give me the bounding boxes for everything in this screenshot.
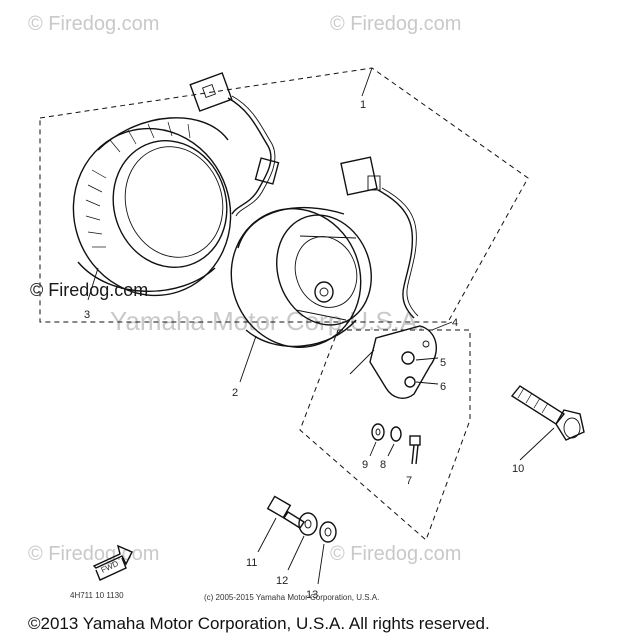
leader-12 xyxy=(287,535,305,571)
part-label-10: 10 xyxy=(512,463,524,475)
stator-coil xyxy=(72,117,232,297)
part-label-3: 3 xyxy=(84,309,90,321)
leader-11 xyxy=(257,517,277,553)
pickup-coil xyxy=(349,325,438,399)
leader-4 xyxy=(431,321,453,331)
leader-10 xyxy=(519,427,555,461)
leader-13 xyxy=(317,543,325,585)
part-label-2: 2 xyxy=(232,387,238,399)
leader-1 xyxy=(361,67,373,97)
bolt-10 xyxy=(510,385,585,441)
watermark-bottom-left: © Firedog.com xyxy=(28,543,159,565)
copyright-small: (c) 2005-2015 Yamaha Motor Corporation, … xyxy=(204,593,379,602)
part-label-11: 11 xyxy=(246,557,257,569)
watermark-top-left: © Firedog.com xyxy=(28,13,159,35)
part-label-7: 7 xyxy=(406,475,412,487)
leader-9 xyxy=(369,441,377,457)
leader-6 xyxy=(415,381,439,385)
part-label-8: 8 xyxy=(380,459,386,471)
leader-2 xyxy=(239,335,257,383)
leader-3 xyxy=(87,267,99,301)
part-label-1: 1 xyxy=(360,99,366,111)
washer-12 xyxy=(298,512,318,536)
washer-9 xyxy=(371,423,385,441)
pickup-outline xyxy=(299,329,471,541)
watermark-mid-left: © Firedog.com xyxy=(30,280,148,300)
part-label-5: 5 xyxy=(440,357,446,369)
assembly-outline xyxy=(39,67,529,323)
washer-13 xyxy=(319,521,337,543)
part-label-9: 9 xyxy=(362,459,368,471)
fwd-arrow-icon xyxy=(92,544,133,581)
part-label-13: 13 xyxy=(306,589,318,601)
part-label-4: 4 xyxy=(452,317,458,329)
leader-8 xyxy=(387,443,395,457)
pickup-connector xyxy=(340,156,419,319)
washer-8 xyxy=(390,426,402,442)
leader-5 xyxy=(415,357,439,361)
part-label-6: 6 xyxy=(440,381,446,393)
stator-connector xyxy=(189,72,280,217)
part-label-12: 12 xyxy=(276,575,288,587)
watermark-top-right: © Firedog.com xyxy=(330,13,461,35)
screw-7 xyxy=(409,435,421,465)
rotor xyxy=(230,207,372,349)
diagram-code: 4H711 10 1130 xyxy=(70,591,124,600)
watermark-bottom-right: © Firedog.com xyxy=(330,543,461,565)
copyright-footer: ©2013 Yamaha Motor Corporation, U.S.A. A… xyxy=(28,614,490,633)
watermark-mid-center: Yamaha Motor Corp U.S.A. xyxy=(110,306,425,336)
